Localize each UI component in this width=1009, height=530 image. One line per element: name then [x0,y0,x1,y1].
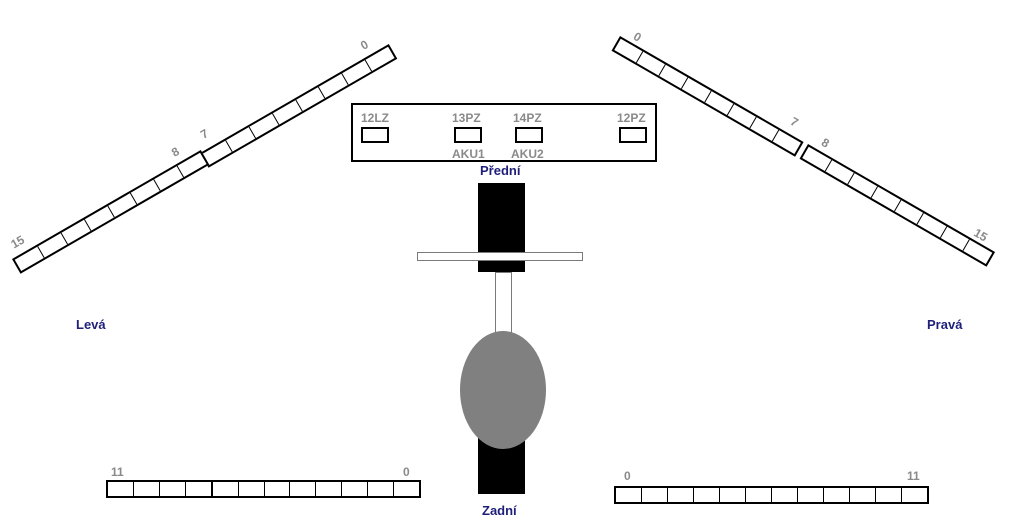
slot-13pz[interactable] [454,127,482,143]
bottom-right-start-number: 0 [624,469,631,483]
right-lower-strip [799,144,996,267]
slot-13pz-sublabel: AKU1 [452,147,485,161]
right-upper-start-number: 0 [630,29,644,45]
slot-12lz-label: 12LZ [361,111,390,125]
slot-14pz-sublabel: AKU2 [511,147,544,161]
bottom-left-end-number: 0 [403,465,410,479]
front-label: Přední [480,163,521,178]
bottom-right-strip [614,486,929,504]
slot-14pz-label: 14PZ [513,111,542,125]
drive-shaft [495,272,512,334]
right-label: Pravá [927,317,963,332]
bottom-left-start-number: 11 [111,465,124,479]
left-upper-end-number: 7 [197,126,211,142]
bottom-right-end-number: 11 [907,469,920,483]
left-lower-strip [12,150,210,274]
front-axle [417,252,583,261]
left-upper-start-number: 0 [357,37,371,53]
right-upper-end-number: 7 [787,114,801,130]
slot-14pz[interactable] [515,127,543,143]
right-lower-start-number: 8 [818,135,832,151]
left-lower-start-number: 8 [168,144,182,160]
rear-label: Zadní [482,503,517,518]
vehicle-body-ellipse [460,331,546,449]
bottom-left-strip [106,480,421,498]
slot-12lz[interactable] [361,127,389,143]
left-label: Levá [76,317,106,332]
front-panel: 12LZ 13PZ AKU1 14PZ AKU2 12PZ [351,103,657,162]
slot-12pz[interactable] [619,127,647,143]
left-lower-end-number: 15 [8,232,27,252]
slot-12pz-label: 12PZ [617,111,646,125]
slot-13pz-label: 13PZ [452,111,481,125]
